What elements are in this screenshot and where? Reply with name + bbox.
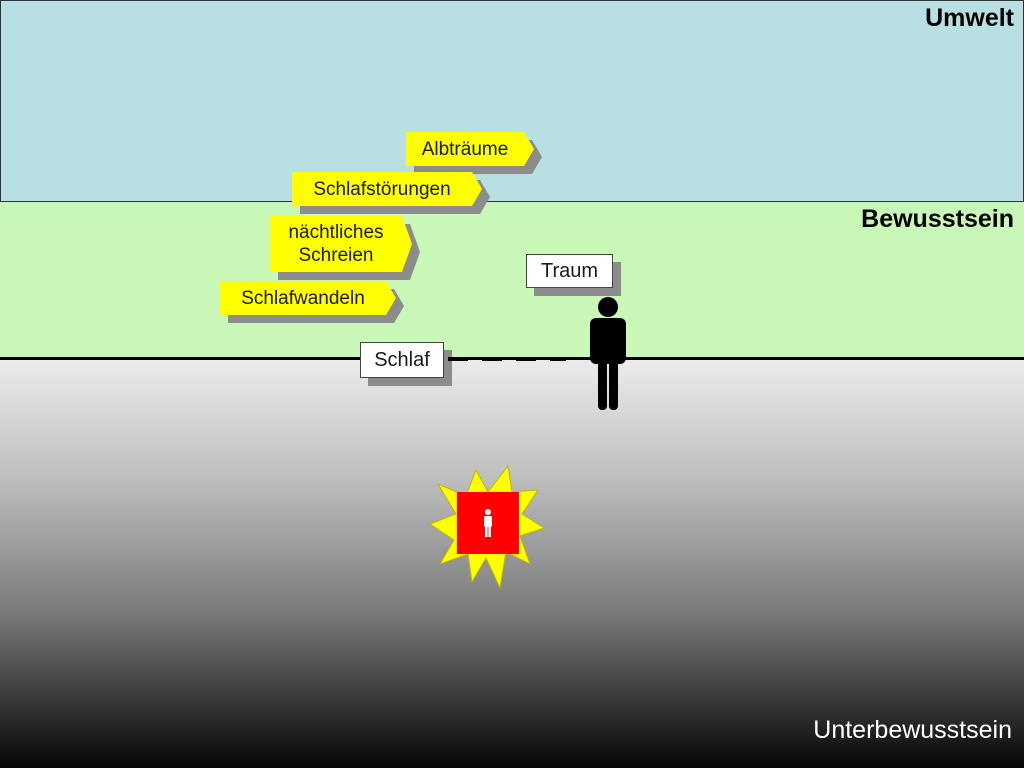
arrow-albtraeume: Albträume: [406, 132, 534, 166]
explosion-burst-icon: [428, 464, 546, 590]
box-traum-label: Traum: [526, 254, 613, 288]
arrow-naechtliches-line-1: nächtliches: [288, 222, 384, 243]
dashed-connector: [448, 357, 566, 361]
person-icon: [590, 297, 626, 410]
label-umwelt: Umwelt: [925, 4, 1014, 32]
arrow-naechtliches-schreien-label: nächtliches Schreien: [270, 216, 412, 272]
arrow-albtraeume-label: Albträume: [406, 132, 534, 166]
consciousness-divider-line: [0, 357, 1024, 360]
arrow-schlafstoerungen: Schlafstörungen: [292, 172, 482, 206]
arrow-schlafwandeln: Schlafwandeln: [220, 281, 396, 315]
box-schlaf: Schlaf: [360, 342, 452, 386]
arrow-schlafwandeln-label: Schlafwandeln: [220, 281, 396, 315]
zone-unterbewusstsein: [0, 358, 1024, 768]
box-schlaf-label: Schlaf: [360, 342, 444, 378]
arrow-naechtliches-schreien: nächtliches Schreien: [270, 216, 412, 272]
arrow-schlafstoerungen-label: Schlafstörungen: [292, 172, 482, 206]
label-bewusstsein: Bewusstsein: [861, 205, 1014, 233]
arrow-naechtliches-line-2: Schreien: [298, 245, 374, 266]
small-person-icon: [484, 509, 492, 537]
label-unterbewusstsein: Unterbewusstsein: [813, 716, 1012, 744]
box-traum: Traum: [526, 254, 621, 296]
zone-bewusstsein: [0, 202, 1024, 358]
